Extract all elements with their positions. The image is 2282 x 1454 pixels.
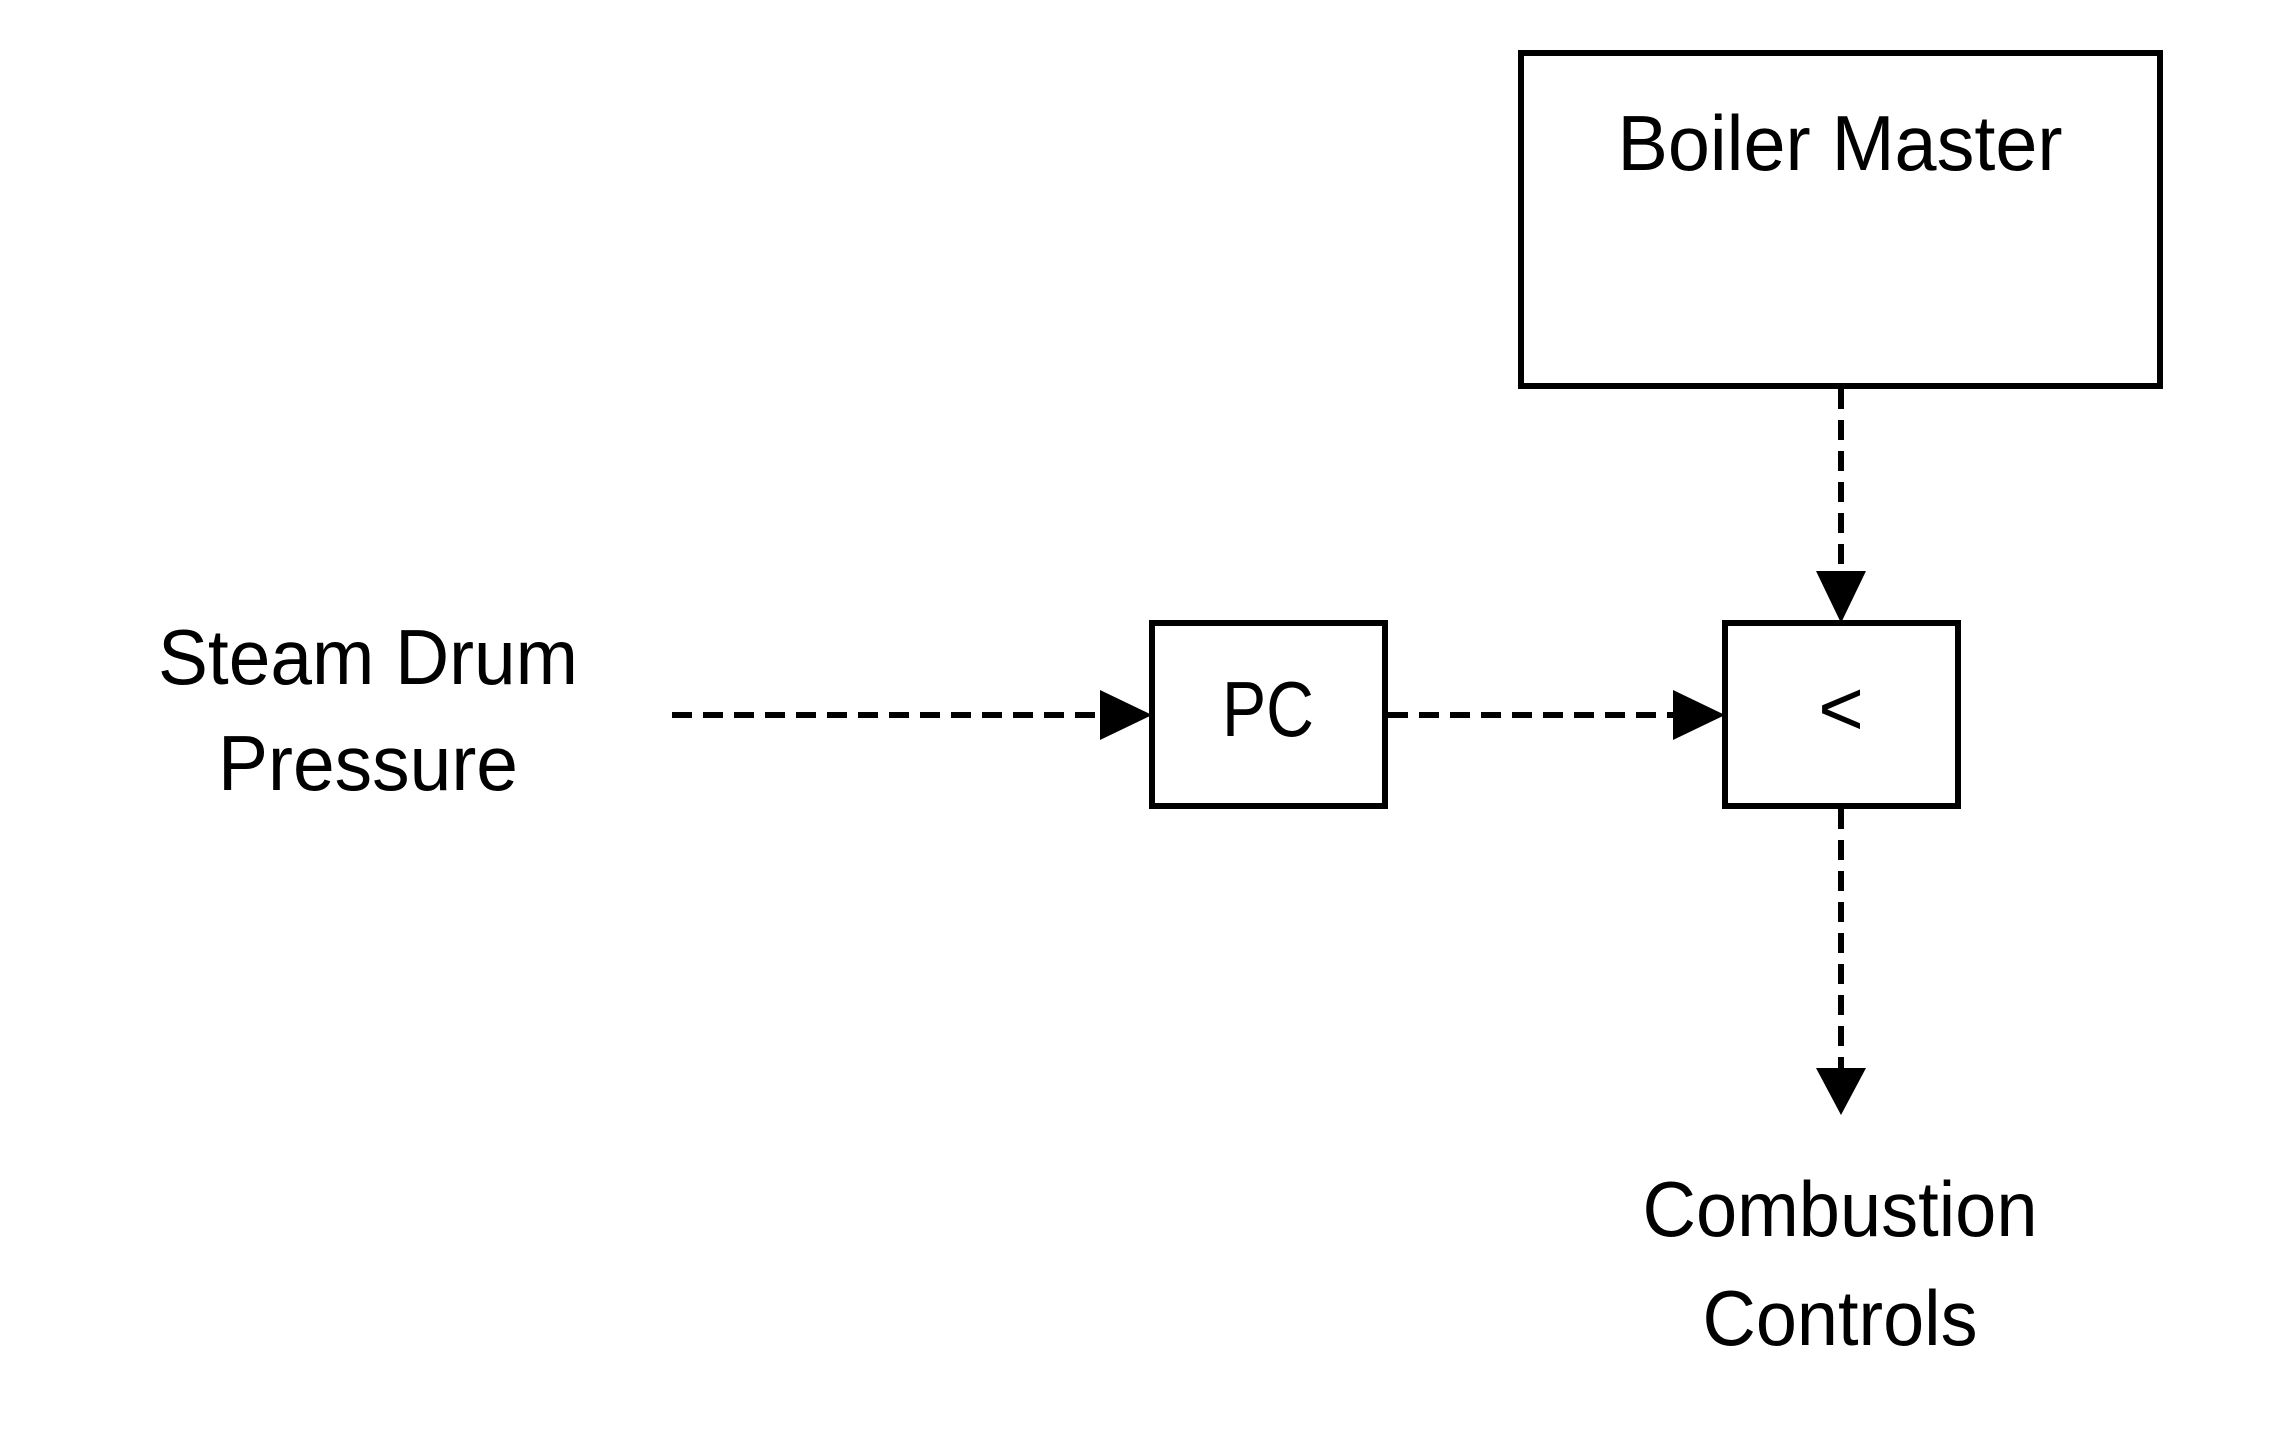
input-signal-line2: Pressure: [218, 719, 518, 807]
boiler-master-box: [1518, 50, 2163, 389]
connection-selector-to-combustion: [1816, 809, 1866, 1115]
low-selector-label: <: [1818, 664, 1864, 752]
arrowhead-right-icon: [1100, 690, 1152, 740]
output-signal-line1: Combustion: [1643, 1165, 2038, 1253]
pressure-controller-block: PC: [1149, 620, 1388, 809]
arrowhead-down-icon: [1816, 1068, 1866, 1115]
connection-pc-to-selector: [1388, 690, 1725, 740]
pressure-controller-label: PC: [1222, 665, 1314, 753]
input-signal-label: Steam Drum Pressure: [158, 613, 578, 807]
arrowhead-right-icon: [1673, 690, 1725, 740]
connection-input-to-pc: [672, 690, 1152, 740]
boiler-master-label: Boiler Master: [1618, 99, 2063, 187]
low-selector-block: <: [1722, 620, 1961, 809]
input-signal-line1: Steam Drum: [158, 613, 578, 701]
connection-boiler-master-to-selector: [1816, 389, 1866, 623]
arrowhead-down-icon: [1816, 571, 1866, 623]
boiler-master-block: Boiler Master: [1518, 50, 2163, 389]
low-selector-box: [1722, 620, 1961, 809]
pressure-controller-box: [1149, 620, 1388, 809]
output-signal-label: Combustion Controls: [1643, 1165, 2038, 1362]
output-signal-line2: Controls: [1703, 1274, 1978, 1362]
